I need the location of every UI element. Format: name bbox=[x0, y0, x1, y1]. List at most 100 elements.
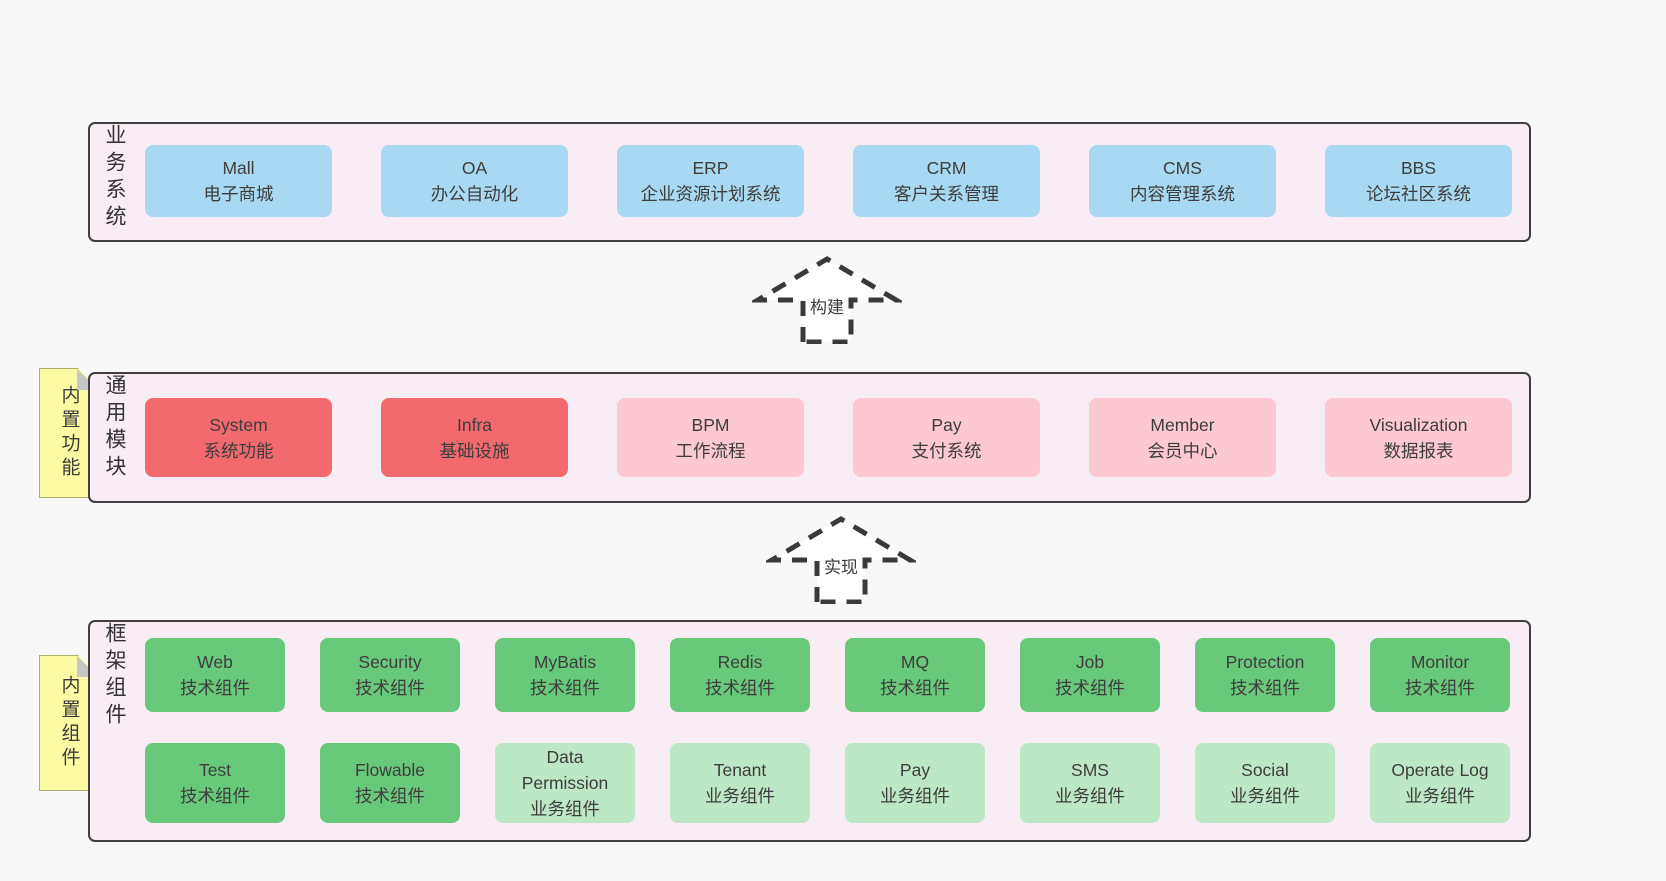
box-job: Job 技术组件 bbox=[1020, 638, 1160, 712]
box-mybatis: MyBatis 技术组件 bbox=[495, 638, 635, 712]
framework-components-label: 框架组件 bbox=[103, 622, 126, 730]
business-systems-row: Mall 电子商城 OA 办公自动化 ERP 企业资源计划系统 CRM 客户关系… bbox=[145, 145, 1512, 217]
framework-components-row-2: Test 技术组件 Flowable 技术组件 Data Permission … bbox=[145, 743, 1510, 823]
box-web: Web 技术组件 bbox=[145, 638, 285, 712]
business-systems-label: 业务系统 bbox=[103, 124, 126, 232]
box-zh-label: 企业资源计划系统 bbox=[640, 184, 781, 204]
common-modules-panel: 通用模块 System 系统功能 Infra 基础设施 BPM 工作流程 Pay… bbox=[88, 372, 1531, 503]
box-zh-label: 电子商城 bbox=[203, 184, 274, 204]
box-data-permission: Data Permission 业务组件 bbox=[495, 743, 635, 823]
box-zh-label: 业务组件 bbox=[705, 786, 775, 806]
box-zh-label: 系统功能 bbox=[203, 440, 274, 461]
box-zh-label: 基础设施 bbox=[439, 440, 510, 461]
box-en-label: Mall bbox=[222, 158, 255, 178]
box-zh-label: 业务组件 bbox=[530, 799, 600, 819]
box-pay-system: Pay 支付系统 bbox=[853, 398, 1040, 477]
framework-components-panel: 框架组件 Web 技术组件 Security 技术组件 MyBatis 技术组件… bbox=[88, 620, 1531, 842]
box-en-label: Social bbox=[1241, 760, 1289, 780]
box-oa: OA 办公自动化 bbox=[381, 145, 568, 217]
box-en-label: MyBatis bbox=[533, 652, 597, 672]
implement-arrow-label: 实现 bbox=[821, 552, 861, 579]
box-en-label: Flowable bbox=[354, 760, 426, 780]
box-monitor: Monitor 技术组件 bbox=[1370, 638, 1510, 712]
box-en-label: CMS bbox=[1163, 158, 1202, 178]
box-zh-label: 论坛社区系统 bbox=[1366, 184, 1471, 204]
box-en-label: Visualization bbox=[1369, 414, 1468, 435]
box-en-label: Redis bbox=[717, 652, 763, 672]
box-en-label: Web bbox=[197, 652, 233, 672]
box-zh-label: 业务组件 bbox=[1405, 786, 1475, 806]
box-zh-label: 技术组件 bbox=[530, 678, 600, 698]
box-zh-label: 业务组件 bbox=[880, 786, 950, 806]
box-zh-label: 客户关系管理 bbox=[894, 184, 999, 204]
box-flowable: Flowable 技术组件 bbox=[320, 743, 460, 823]
box-en-label: OA bbox=[461, 158, 488, 178]
box-zh-label: 工作流程 bbox=[675, 440, 746, 461]
tag-built-in-features-label: 内置功能 bbox=[58, 385, 80, 481]
box-en-label: MQ bbox=[900, 652, 930, 672]
box-zh-label: 技术组件 bbox=[355, 786, 425, 806]
business-systems-panel: 业务系统 Mall 电子商城 OA 办公自动化 ERP 企业资源计划系统 CRM… bbox=[88, 122, 1531, 242]
box-en-label: Data Permission bbox=[521, 747, 609, 793]
box-en-label: Job bbox=[1075, 652, 1105, 672]
box-mq: MQ 技术组件 bbox=[845, 638, 985, 712]
box-zh-label: 内容管理系统 bbox=[1130, 184, 1235, 204]
box-en-label: Infra bbox=[456, 414, 493, 435]
box-en-label: SMS bbox=[1071, 760, 1109, 780]
box-test: Test 技术组件 bbox=[145, 743, 285, 823]
implement-arrow: 实现 bbox=[766, 514, 916, 604]
box-en-label: Member bbox=[1150, 414, 1215, 435]
build-arrow-label: 构建 bbox=[807, 292, 847, 319]
box-visualization: Visualization 数据报表 bbox=[1325, 398, 1512, 477]
build-arrow: 构建 bbox=[752, 254, 902, 344]
box-zh-label: 技术组件 bbox=[705, 678, 775, 698]
box-en-label: Test bbox=[198, 760, 232, 780]
box-zh-label: 技术组件 bbox=[180, 786, 250, 806]
box-pay-component: Pay 业务组件 bbox=[845, 743, 985, 823]
box-cms: CMS 内容管理系统 bbox=[1089, 145, 1276, 217]
box-protection: Protection 技术组件 bbox=[1195, 638, 1335, 712]
box-mall: Mall 电子商城 bbox=[145, 145, 332, 217]
box-zh-label: 技术组件 bbox=[880, 678, 950, 698]
common-modules-row: System 系统功能 Infra 基础设施 BPM 工作流程 Pay 支付系统… bbox=[145, 398, 1512, 477]
box-operate-log: Operate Log 业务组件 bbox=[1370, 743, 1510, 823]
common-modules-label: 通用模块 bbox=[103, 374, 126, 482]
box-bbs: BBS 论坛社区系统 bbox=[1325, 145, 1512, 217]
box-en-label: CRM bbox=[926, 158, 967, 178]
box-zh-label: 业务组件 bbox=[1055, 786, 1125, 806]
box-en-label: System bbox=[209, 414, 268, 435]
box-zh-label: 技术组件 bbox=[1405, 678, 1475, 698]
box-zh-label: 技术组件 bbox=[1230, 678, 1300, 698]
box-zh-label: 业务组件 bbox=[1230, 786, 1300, 806]
box-zh-label: 技术组件 bbox=[180, 678, 250, 698]
box-security: Security 技术组件 bbox=[320, 638, 460, 712]
box-sms: SMS 业务组件 bbox=[1020, 743, 1160, 823]
box-en-label: BPM bbox=[691, 414, 730, 435]
box-erp: ERP 企业资源计划系统 bbox=[617, 145, 804, 217]
box-zh-label: 会员中心 bbox=[1147, 440, 1218, 461]
box-en-label: Tenant bbox=[713, 760, 767, 780]
box-en-label: Protection bbox=[1225, 652, 1305, 672]
box-zh-label: 办公自动化 bbox=[430, 184, 519, 204]
box-zh-label: 支付系统 bbox=[911, 440, 982, 461]
box-en-label: ERP bbox=[692, 158, 729, 178]
box-tenant: Tenant 业务组件 bbox=[670, 743, 810, 823]
box-member: Member 会员中心 bbox=[1089, 398, 1276, 477]
box-bpm: BPM 工作流程 bbox=[617, 398, 804, 477]
box-system: System 系统功能 bbox=[145, 398, 332, 477]
box-zh-label: 技术组件 bbox=[355, 678, 425, 698]
box-en-label: Pay bbox=[899, 760, 931, 780]
box-zh-label: 数据报表 bbox=[1383, 440, 1454, 461]
box-en-label: Monitor bbox=[1410, 652, 1470, 672]
box-infra: Infra 基础设施 bbox=[381, 398, 568, 477]
box-crm: CRM 客户关系管理 bbox=[853, 145, 1040, 217]
box-zh-label: 技术组件 bbox=[1055, 678, 1125, 698]
box-en-label: Security bbox=[358, 652, 422, 672]
box-redis: Redis 技术组件 bbox=[670, 638, 810, 712]
tag-built-in-components-label: 内置组件 bbox=[58, 675, 80, 771]
box-en-label: Operate Log bbox=[1391, 760, 1489, 780]
box-social: Social 业务组件 bbox=[1195, 743, 1335, 823]
box-en-label: Pay bbox=[931, 414, 962, 435]
framework-components-row-1: Web 技术组件 Security 技术组件 MyBatis 技术组件 Redi… bbox=[145, 638, 1510, 712]
box-en-label: BBS bbox=[1400, 158, 1437, 178]
